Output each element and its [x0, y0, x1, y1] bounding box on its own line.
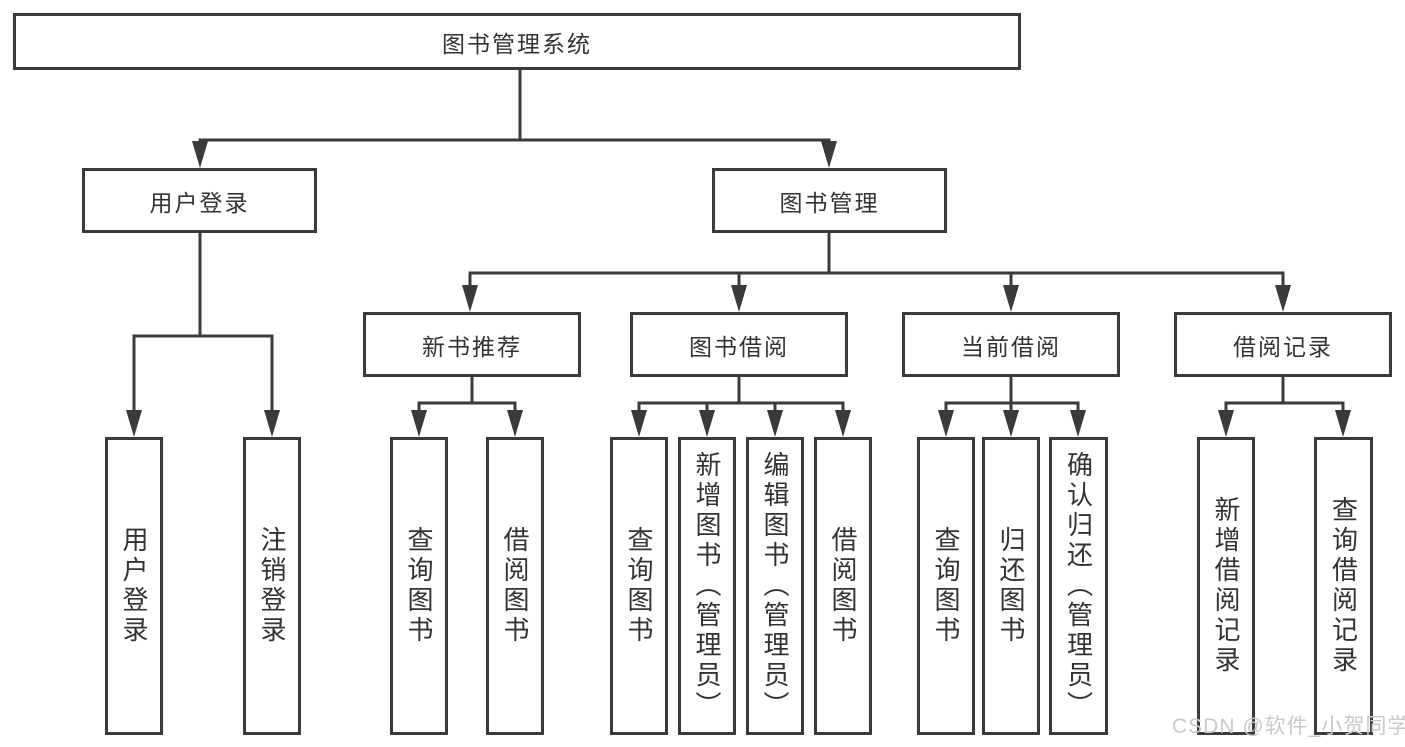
csdn-watermark: CSDN @软件_小贺同学	[1172, 715, 1405, 738]
leaf-bb-borrow-books: 借阅图书	[814, 437, 872, 735]
connector-new-book-subtree	[417, 377, 517, 430]
connector-borrow-records-subtree	[1224, 377, 1345, 430]
node-new-book-recommendation: 新书推荐	[363, 312, 581, 377]
node-current-borrowing: 当前借阅	[902, 312, 1120, 377]
leaf-bb-add-book-admin: 新增图书（管理员）	[678, 437, 736, 735]
leaf-nb-borrow-books: 借阅图书	[486, 437, 544, 735]
connector-root-to-level2	[198, 69, 831, 160]
leaf-cb-query-books: 查询图书	[917, 437, 975, 735]
leaf-br-query-borrow-record: 查询借阅记录	[1314, 437, 1373, 735]
node-book-management: 图书管理	[712, 168, 947, 233]
leaf-br-add-borrow-record: 新增借阅记录	[1197, 437, 1255, 735]
leaf-bb-query-books: 查询图书	[610, 437, 668, 735]
node-user-login: 用户登录	[82, 168, 317, 233]
leaf-nb-query-books: 查询图书	[390, 437, 448, 735]
connector-current-borrowing-subtree	[944, 377, 1080, 430]
leaf-cb-confirm-return-admin: 确认归还（管理员）	[1049, 437, 1108, 735]
leaf-user-login: 用户登录	[105, 437, 163, 735]
leaf-bb-edit-book-admin: 编辑图书（管理员）	[746, 437, 804, 735]
node-borrowing-records: 借阅记录	[1174, 312, 1392, 377]
leaf-logout: 注销登录	[243, 437, 301, 735]
node-book-borrowing: 图书借阅	[630, 312, 848, 377]
node-library-management-system: 图书管理系统	[13, 13, 1021, 70]
connector-book-management-to-level3	[468, 232, 1285, 305]
connector-book-borrowing-subtree	[637, 377, 845, 430]
connector-user-login-subtree	[132, 232, 274, 430]
leaf-cb-return-books: 归还图书	[982, 437, 1040, 735]
